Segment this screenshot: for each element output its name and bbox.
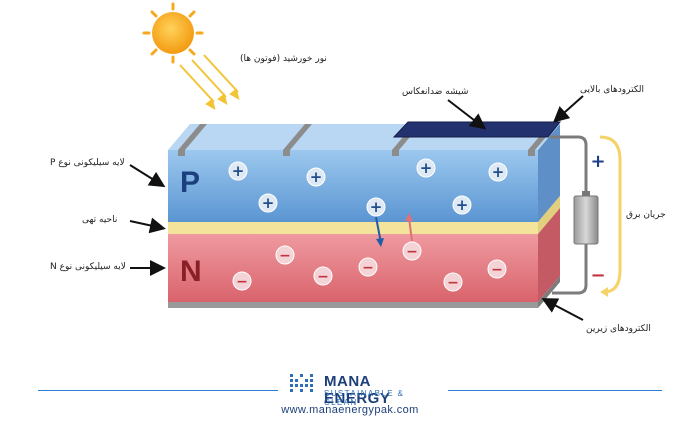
n-layer [168, 234, 538, 302]
footer-divider-right [448, 390, 662, 391]
n-layer-letter: N [180, 255, 202, 288]
svg-text:−: − [491, 262, 503, 278]
hole: + [258, 193, 278, 213]
depletion-region-label: ناحیه تهی [82, 215, 118, 225]
hole: + [228, 161, 248, 181]
hole: + [306, 167, 326, 187]
photon-rays [179, 54, 240, 111]
hole: + [416, 158, 436, 178]
electrons: − − − − − − − [232, 241, 507, 292]
p-layer [168, 150, 538, 222]
external-circuit [550, 135, 588, 295]
electron: − [487, 259, 507, 279]
anti-reflective-glass-plate [392, 121, 562, 138]
hole: + [488, 162, 508, 182]
svg-text:+: + [310, 168, 323, 186]
svg-text:−: − [279, 248, 291, 264]
hole: + [366, 197, 386, 217]
top-electrode-label: الکترودهای بالایی [580, 85, 645, 95]
sunlight-label: نور خورشید (فوتون ها) [240, 54, 327, 64]
svg-text:−: − [236, 274, 248, 290]
electron: − [313, 266, 333, 286]
brand-logo-icon [290, 374, 313, 392]
p-layer-letter: P [180, 166, 200, 199]
svg-text:+: + [262, 194, 275, 212]
sun-icon [142, 2, 204, 64]
electron: − [275, 245, 295, 265]
svg-text:+: + [420, 159, 433, 177]
p-layer-label: لایه سیلیکونی نوع P [50, 158, 125, 168]
svg-text:−: − [447, 275, 459, 291]
website-url[interactable]: www.manaenergypak.com [281, 404, 419, 416]
svg-text:−: − [317, 269, 329, 285]
negative-terminal-sign: − [590, 265, 605, 286]
brand-name: MANA ENERGY [324, 373, 391, 407]
footer-divider-left [38, 390, 278, 391]
solar-cell-block [168, 124, 560, 308]
bottom-electrode [168, 302, 538, 308]
bottom-electrode-label: الکترودهای زیرین [586, 324, 651, 334]
positive-terminal-sign: + [590, 151, 605, 172]
svg-text:+: + [492, 163, 505, 181]
electron: − [443, 272, 463, 292]
n-layer-label: لایه سیلیکونی نوع N [50, 262, 126, 272]
svg-text:+: + [456, 196, 469, 214]
electron: − [358, 257, 378, 277]
carrier-arrows [375, 213, 413, 247]
svg-text:+: + [232, 162, 245, 180]
svg-text:+: + [370, 198, 383, 216]
battery-icon [573, 191, 599, 245]
label-pointers [129, 95, 584, 321]
depletion-region [168, 222, 538, 234]
brand-logo: MANA ENERGY SUSTAINABLE & CLEAN [290, 373, 440, 407]
electric-current-label: جریان برق [626, 210, 666, 220]
hole: + [452, 195, 472, 215]
holes: + + + + + + + [228, 158, 508, 217]
svg-text:−: − [362, 260, 374, 276]
brand-tagline: SUSTAINABLE & CLEAN [324, 389, 405, 407]
electron: − [402, 241, 422, 261]
svg-text:−: − [406, 244, 418, 260]
electron: − [232, 271, 252, 291]
current-flow-arrow [599, 135, 622, 297]
anti-reflective-glass-label: شیشه ضدانعکاس [402, 87, 469, 97]
